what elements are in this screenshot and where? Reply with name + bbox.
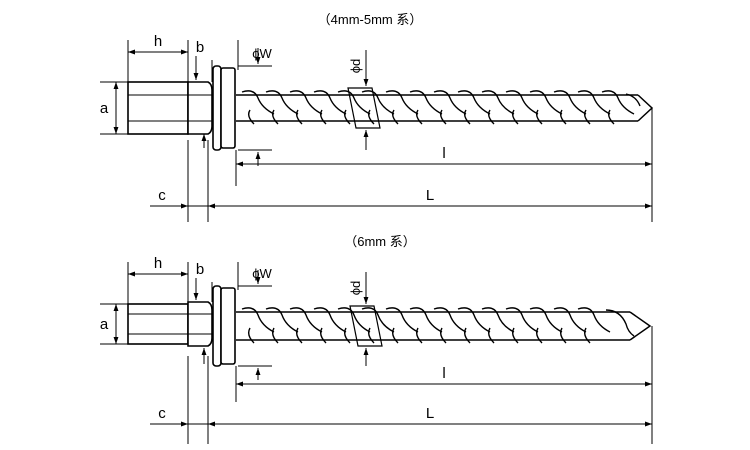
dimensions (100, 40, 653, 222)
dim-label-c: c (158, 187, 166, 204)
dim-label-phiW: ϕW (252, 266, 272, 281)
threaded-shank (236, 87, 654, 129)
threaded-shank (236, 305, 652, 347)
dim-label-b: b (196, 39, 204, 56)
dim-label-h: h (154, 33, 162, 50)
dim-label-c: c (158, 405, 166, 422)
dim-label-l: l (442, 365, 445, 382)
figure-caption: （6mm 系） (344, 234, 416, 249)
figure-caption: （4mm-5mm 系） (318, 12, 423, 27)
dim-label-a: a (100, 100, 109, 117)
figure-4-5mm: （4mm-5mm 系） (100, 12, 654, 222)
dim-label-b: b (196, 261, 204, 278)
hex-head (127, 65, 236, 151)
figure-6mm: （6mm 系） (100, 234, 653, 444)
screw-drawing (127, 285, 652, 367)
dim-label-L: L (426, 405, 434, 422)
dim-label-phid: ϕd (348, 281, 363, 296)
dim-label-a: a (100, 316, 109, 333)
screw-drawing (127, 65, 654, 151)
dim-label-phid: ϕd (348, 59, 363, 74)
dim-label-L: L (426, 187, 434, 204)
dimensions (100, 262, 653, 444)
hex-head (127, 285, 236, 367)
dim-label-l: l (442, 145, 445, 162)
dim-label-h: h (154, 255, 162, 272)
dim-label-phiW: ϕW (252, 46, 272, 61)
